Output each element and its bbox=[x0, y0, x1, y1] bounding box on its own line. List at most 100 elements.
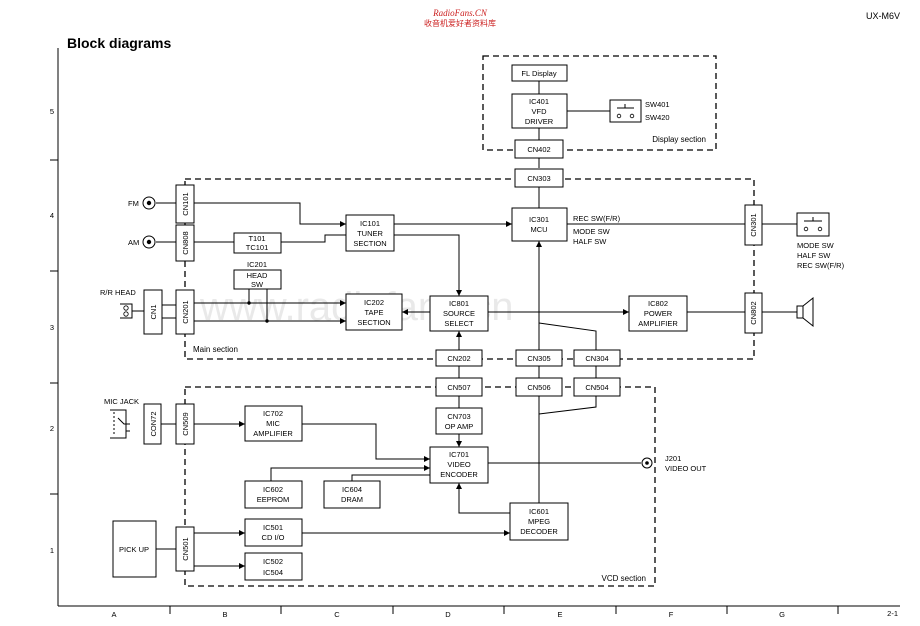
tc101-label: TC101 bbox=[246, 243, 269, 252]
ic701-label: IC701 bbox=[449, 450, 469, 459]
ext-half-sw-label: HALF SW bbox=[797, 251, 831, 260]
col-label-e: E bbox=[557, 610, 562, 619]
ic601-line2: MPEG bbox=[528, 517, 550, 526]
cn509-block bbox=[175, 403, 195, 445]
ic502-label: IC502 bbox=[263, 557, 283, 566]
ic501-block bbox=[244, 518, 303, 547]
ic601-label: IC601 bbox=[529, 507, 549, 516]
row-label-5: 5 bbox=[50, 107, 54, 116]
cn202-block bbox=[435, 349, 483, 367]
ic202-line3: SECTION bbox=[357, 318, 390, 327]
switch-icon bbox=[803, 217, 823, 232]
cn703-line2: OP AMP bbox=[445, 422, 474, 431]
mode-sw-label: MODE SW bbox=[573, 227, 611, 236]
ic301-block bbox=[511, 207, 568, 242]
sw401-label: SW401 bbox=[645, 100, 670, 109]
col-label-g: G bbox=[779, 610, 785, 619]
cn501-label: CN501 bbox=[181, 537, 190, 560]
am-label: AM bbox=[128, 238, 139, 247]
ic101-block bbox=[345, 214, 395, 252]
ic202-label: IC202 bbox=[364, 298, 384, 307]
signal-lines bbox=[138, 81, 797, 569]
ic502-block bbox=[244, 552, 303, 581]
ic501-line2: CD I/O bbox=[262, 533, 285, 542]
ic101-line3: SECTION bbox=[353, 239, 386, 248]
video-out-label: VIDEO OUT bbox=[665, 464, 707, 473]
vcd-section-frame bbox=[184, 386, 656, 587]
cn201-label: CN201 bbox=[181, 300, 190, 323]
row-label-1: 1 bbox=[50, 546, 54, 555]
tape-head-icon bbox=[120, 303, 138, 319]
cn202-label: CN202 bbox=[447, 354, 470, 363]
model-number: UX-M6V bbox=[866, 11, 900, 21]
ic602-block bbox=[244, 480, 303, 509]
ic604-line2: DRAM bbox=[341, 495, 363, 504]
page-title: Block diagrams bbox=[67, 35, 171, 51]
rr-head-label: R/R HEAD bbox=[100, 288, 136, 297]
grid-frame bbox=[50, 48, 900, 614]
ic202-block bbox=[345, 293, 403, 331]
ic604-block bbox=[323, 480, 381, 509]
cn201-block bbox=[175, 289, 195, 335]
cn301-label: CN301 bbox=[749, 213, 758, 236]
ic802-line2: POWER bbox=[644, 309, 673, 318]
ic301-label: IC301 bbox=[529, 215, 549, 224]
switch-icon bbox=[616, 104, 635, 119]
ic101-label: IC101 bbox=[360, 219, 380, 228]
watermark-site: RadioFans.CN bbox=[432, 8, 488, 18]
vcd-section-label: VCD section bbox=[602, 574, 646, 583]
cn101-label: CN101 bbox=[181, 192, 190, 215]
row-label-4: 4 bbox=[50, 211, 54, 220]
ic702-line2: MIC bbox=[266, 419, 280, 428]
cn504-block bbox=[573, 377, 621, 397]
main-section-label: Main section bbox=[193, 345, 238, 354]
ic601-line3: DECODER bbox=[520, 527, 558, 536]
ic201-block bbox=[233, 269, 282, 290]
cn808-block bbox=[175, 224, 195, 262]
cn101-block bbox=[175, 184, 195, 224]
cn305-label: CN305 bbox=[527, 354, 550, 363]
pickup-block bbox=[112, 520, 157, 578]
cn402-label: CN402 bbox=[527, 145, 550, 154]
col-label-d: D bbox=[445, 610, 451, 619]
ext-rec-sw-label: REC SW(F/R) bbox=[797, 261, 845, 270]
mic-jack-label: MIC JACK bbox=[104, 397, 139, 406]
ic701-line3: ENCODER bbox=[440, 470, 478, 479]
cn703-label: CN703 bbox=[447, 412, 470, 421]
ic802-line3: AMPLIFIER bbox=[638, 319, 678, 328]
ic201-line3: SW bbox=[251, 280, 264, 289]
display-section-label: Display section bbox=[652, 135, 706, 144]
row-label-3: 3 bbox=[50, 323, 54, 332]
fl-display-block bbox=[511, 64, 568, 82]
col-label-a: A bbox=[111, 610, 116, 619]
display-section-frame bbox=[482, 55, 717, 151]
sw401-switch-block bbox=[609, 99, 642, 123]
sw420-label: SW420 bbox=[645, 113, 670, 122]
video-out-jack-icon bbox=[641, 457, 653, 469]
ic601-block bbox=[509, 502, 569, 541]
ic501-label: IC501 bbox=[263, 523, 283, 532]
ic801-block bbox=[429, 295, 489, 332]
ic301-line2: MCU bbox=[530, 225, 547, 234]
ic401-label: IC401 bbox=[529, 97, 549, 106]
ic401-block bbox=[511, 93, 568, 129]
fm-antenna-icon bbox=[142, 196, 156, 210]
ic801-line3: SELECT bbox=[444, 319, 474, 328]
ext-mode-sw-label: MODE SW bbox=[797, 241, 835, 250]
cn507-label: CN507 bbox=[447, 383, 470, 392]
main-section-frame bbox=[184, 178, 755, 360]
ic701-line2: VIDEO bbox=[447, 460, 471, 469]
ic602-label: IC602 bbox=[263, 485, 283, 494]
con72-block bbox=[143, 403, 162, 445]
ic702-label: IC702 bbox=[263, 409, 283, 418]
col-label-c: C bbox=[334, 610, 340, 619]
ic401-line2: VFD bbox=[532, 107, 548, 116]
cn305-block bbox=[515, 349, 563, 367]
t101-block bbox=[233, 232, 282, 254]
cn506-label: CN506 bbox=[527, 383, 550, 392]
cn507-block bbox=[435, 377, 483, 397]
cn1-block bbox=[143, 289, 163, 335]
cn504-label: CN504 bbox=[585, 383, 608, 392]
cn301-block bbox=[744, 204, 763, 246]
